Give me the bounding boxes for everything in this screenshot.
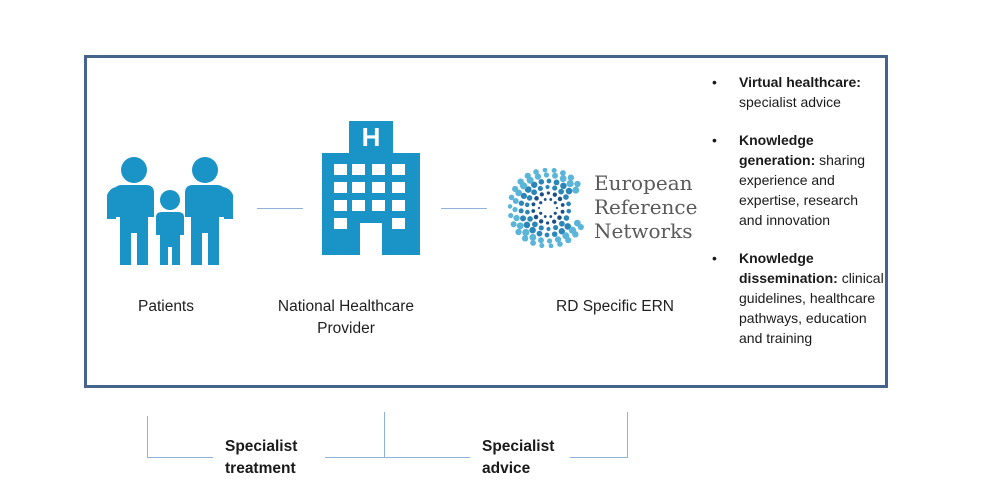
- bullet-2-text: sharing experience and expertise, resear…: [739, 152, 866, 228]
- specialist-advice-label: Specialist advice: [482, 436, 554, 480]
- benefits-list: Virtual healthcare: specialist advice Kno…: [712, 72, 884, 366]
- logo-line-2: Reference: [594, 195, 698, 219]
- connector-provider-ern: [441, 208, 487, 209]
- bracket-treatment-left-tick: [147, 416, 148, 458]
- diagram-frame: [84, 55, 888, 388]
- bullet-virtual-healthcare: Virtual healthcare: specialist advice: [712, 72, 884, 112]
- bullet-1-text: specialist advice: [739, 94, 841, 110]
- bracket-advice-right-tick: [627, 412, 628, 458]
- bullet-1-title: Virtual healthcare:: [739, 74, 861, 90]
- logo-line-3: Networks: [594, 219, 693, 243]
- hospital-building-icon: H: [322, 121, 420, 255]
- bracket-advice-left-rule: [385, 457, 470, 458]
- hospital-sign: H: [362, 122, 381, 152]
- advice-line-2: advice: [482, 460, 531, 477]
- logo-line-1: European: [594, 171, 693, 195]
- bullet-knowledge-generation: Knowledge generation: sharing experience…: [712, 130, 884, 230]
- bullet-3-title: Knowledge dissemination:: [739, 250, 838, 286]
- bracket-middle-tick: [384, 412, 385, 458]
- ern-label: RD Specific ERN: [556, 298, 674, 315]
- provider-label: National Healthcare Provider: [256, 296, 436, 340]
- bracket-treatment-left-rule: [147, 457, 213, 458]
- family-icon: [104, 155, 236, 267]
- advice-line-1: Specialist: [482, 438, 555, 455]
- connector-patients-provider: [257, 208, 303, 209]
- patients-label: Patients: [137, 298, 194, 315]
- treatment-line-1: Specialist: [225, 438, 298, 455]
- bracket-advice-right-rule: [570, 457, 628, 458]
- specialist-treatment-label: Specialist treatment: [225, 436, 297, 480]
- provider-label-line-1: National Healthcare: [277, 298, 415, 315]
- ern-dot-circle-logo: [507, 167, 588, 249]
- bullet-2-title: Knowledge generation:: [739, 132, 816, 168]
- provider-label-line-2: Provider: [317, 320, 375, 337]
- bullet-knowledge-dissemination: Knowledge dissemination: clinical guidel…: [712, 248, 884, 348]
- bracket-treatment-right-rule: [325, 457, 385, 458]
- bullet-3-text: clinical guidelines, healthcare pathways…: [739, 270, 884, 346]
- treatment-line-2: treatment: [225, 460, 296, 477]
- ern-logo-wordmark: European Reference Networks: [594, 171, 697, 243]
